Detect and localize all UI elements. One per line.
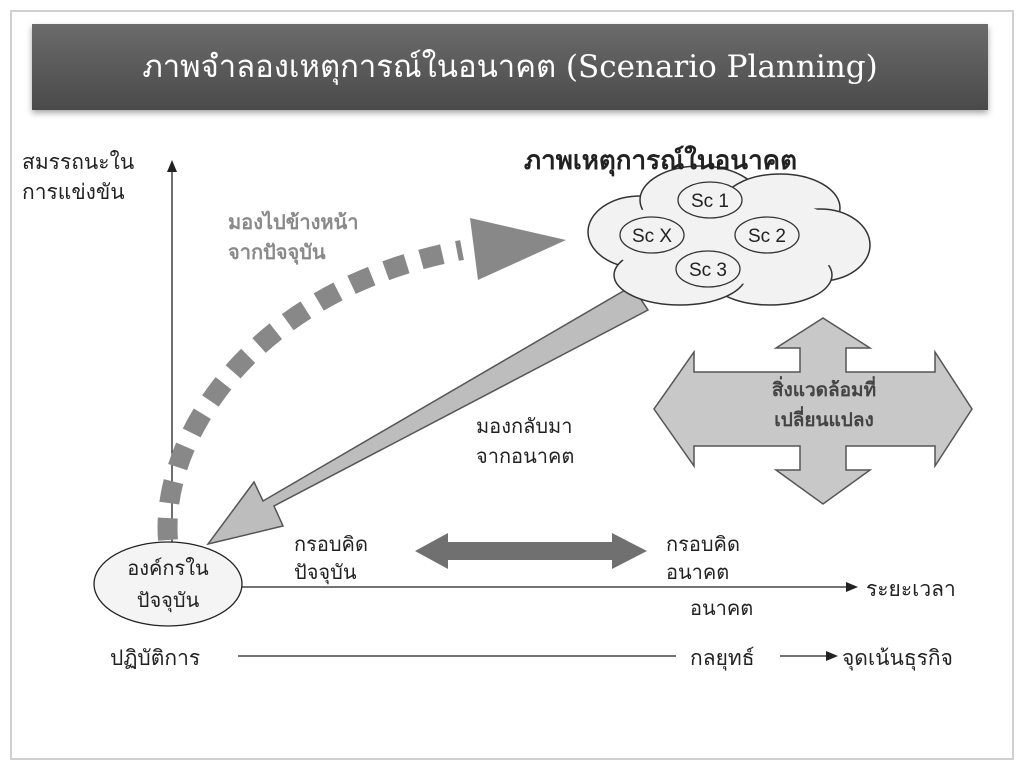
scenario-label-2: Sc 2 (748, 226, 786, 247)
scenario-ellipse-3 (675, 250, 741, 288)
scenario-label-1: Sc 1 (691, 191, 729, 212)
future-frame-line2: อนาคต (666, 560, 730, 584)
look-forward-arrowhead (470, 218, 566, 280)
business-focus-label: จุดเน้นธุรกิจ (842, 646, 953, 670)
changing-environment-label-line2: เปลี่ยนแปลง (774, 409, 874, 431)
future-picture-heading: ภาพเหตุการณ์ในอนาคต (524, 146, 797, 176)
scenario-ellipse-x (619, 216, 685, 254)
scenario-ellipse-2 (734, 216, 800, 254)
current-frame-line2: ปัจจุบัน (294, 560, 357, 584)
look-back-label-line2: จากอนาคต (476, 444, 575, 468)
look-forward-label-line1: มองไปข้างหน้า (228, 210, 359, 234)
look-back-label-line1: มองกลับมา (476, 414, 573, 438)
changing-environment-cross (653, 317, 973, 505)
time-axis-arrowhead (846, 582, 858, 592)
scenario-ellipse-1 (677, 181, 743, 219)
y-axis-label-line2: การแข่งขัน (22, 180, 125, 204)
scenario-label-3: Sc 3 (689, 260, 727, 281)
frames-double-arrow (415, 533, 647, 569)
changing-environment-label-line1: สิ่งแวดล้อมที่ (771, 379, 877, 401)
current-organization-ellipse (93, 541, 243, 627)
time-axis-label: ระยะเวลา (866, 577, 956, 601)
slide-title: ภาพจำลองเหตุการณ์ในอนาคต (Scenario Plann… (142, 49, 878, 85)
y-axis-arrowhead (167, 160, 177, 172)
current-frame-line1: กรอบคิด (294, 532, 368, 556)
current-organization-line1: องค์กรใน (127, 556, 209, 580)
strategy-label: กลยุทธ์ (690, 646, 755, 670)
future-frame-line1: กรอบคิด (666, 532, 740, 556)
y-axis-label-line1: สมรรถนะใน (22, 150, 135, 174)
look-back-arrow (206, 284, 650, 546)
future-label: อนาคต (690, 596, 754, 620)
scenario-label-x: Sc X (632, 226, 672, 247)
current-organization-line2: ปัจจุบัน (136, 588, 200, 612)
look-forward-dashed-arrow (157, 240, 464, 541)
title-bar: ภาพจำลองเหตุการณ์ในอนาคต (Scenario Plann… (32, 24, 988, 110)
strategy-focus-arrowhead (826, 651, 838, 661)
look-forward-label-line2: จากปัจจุบัน (228, 240, 326, 264)
operations-label: ปฏิบัติการ (110, 646, 201, 670)
